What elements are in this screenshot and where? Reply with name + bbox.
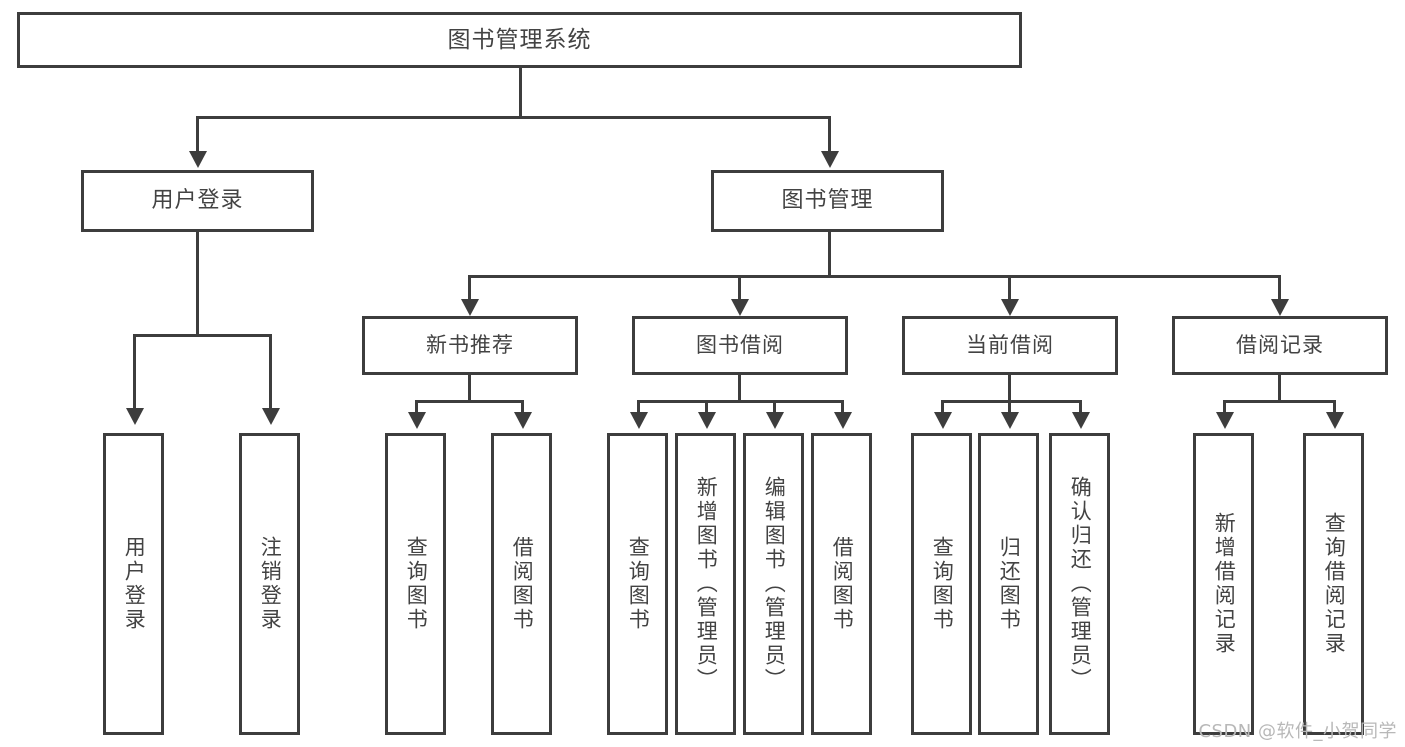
node-label: 新书推荐 [426,333,514,358]
connector-book-borrow-drop [738,375,741,402]
arrowhead-cb-return-book [1001,412,1019,429]
arrowhead-cb-query-book [934,412,952,429]
arrowhead-bb-edit-book [766,412,784,429]
connector-bb-4 [841,400,844,414]
node-label: 图书管理系统 [447,26,592,53]
connector-bb-2 [705,400,708,414]
connector-to-book-borrow [738,275,741,301]
connector-current-borrow-bus [942,400,1082,403]
leaf-bb-borrow-book[interactable]: 借阅图书 [811,433,872,735]
connector-cb-3 [1079,400,1082,414]
connector-user-login-drop [196,232,199,336]
connector-to-borrow-record [1278,275,1281,301]
connector-to-current-borrow [1008,275,1011,301]
arrowhead-leaf-user-login [126,408,144,425]
node-user-login[interactable]: 用户登录 [81,170,314,232]
node-label: 新增借阅记录 [1212,512,1237,656]
connector-cb-2 [1008,400,1011,414]
connector-book-borrow-bus [638,400,844,403]
node-label: 查询借阅记录 [1322,512,1347,656]
arrowhead-leaf-logout [262,408,280,425]
node-label: 编辑图书（管理员） [762,476,787,692]
node-label: 归还图书 [997,536,1022,632]
arrowhead-book-borrow [731,299,749,316]
arrowhead-bb-add-book [698,412,716,429]
connector-to-user-login [196,116,199,154]
connector-to-new-book [468,275,471,301]
leaf-user-login[interactable]: 用户登录 [103,433,164,735]
node-label: 注销登录 [258,536,283,632]
node-label: 查询图书 [930,536,955,632]
connector-user-login-bus [134,334,271,337]
arrowhead-bb-query-book [630,412,648,429]
connector-new-book-bus [416,400,523,403]
arrowhead-user-login [189,151,207,168]
arrowhead-cb-confirm-return [1072,412,1090,429]
connector-level3-bus [469,275,1281,278]
connector-level2-bus [197,116,830,119]
connector-new-book-drop [468,375,471,402]
node-label: 用户登录 [151,188,244,214]
arrowhead-br-add-record [1216,412,1234,429]
node-label: 查询图书 [404,536,429,632]
leaf-bb-edit-book[interactable]: 编辑图书（管理员） [743,433,804,735]
node-label: 确认归还（管理员） [1068,476,1093,692]
connector-current-borrow-drop [1008,375,1011,402]
node-label: 当前借阅 [966,333,1054,358]
connector-bb-3 [773,400,776,414]
leaf-cb-confirm-return[interactable]: 确认归还（管理员） [1049,433,1110,735]
connector-to-book-management [828,116,831,154]
connector-user-login-left [133,334,136,410]
leaf-cb-query-book[interactable]: 查询图书 [911,433,972,735]
leaf-nb-borrow-book[interactable]: 借阅图书 [491,433,552,735]
leaf-logout[interactable]: 注销登录 [239,433,300,735]
arrowhead-nb-query-book [408,412,426,429]
leaf-nb-query-book[interactable]: 查询图书 [385,433,446,735]
leaf-cb-return-book[interactable]: 归还图书 [978,433,1039,735]
connector-cb-1 [941,400,944,414]
node-label: 查询图书 [626,536,651,632]
arrowhead-book-management [821,151,839,168]
node-label: 图书管理 [781,188,874,214]
leaf-br-add-record[interactable]: 新增借阅记录 [1193,433,1254,735]
node-current-borrow[interactable]: 当前借阅 [902,316,1118,375]
node-borrow-record[interactable]: 借阅记录 [1172,316,1388,375]
arrowhead-borrow-record [1271,299,1289,316]
connector-new-book-right [521,400,524,414]
connector-user-login-right [269,334,272,410]
arrowhead-bb-borrow-book [834,412,852,429]
arrowhead-br-query-record [1326,412,1344,429]
connector-br-2 [1333,400,1336,414]
node-label: 借阅记录 [1236,333,1324,358]
connector-br-1 [1223,400,1226,414]
connector-borrow-record-drop [1278,375,1281,402]
connector-bb-1 [637,400,640,414]
node-label: 用户登录 [122,536,147,632]
leaf-br-query-record[interactable]: 查询借阅记录 [1303,433,1364,735]
arrowhead-nb-borrow-book [514,412,532,429]
leaf-bb-query-book[interactable]: 查询图书 [607,433,668,735]
node-root-book-management-system[interactable]: 图书管理系统 [17,12,1022,68]
connector-root-drop [519,68,522,117]
connector-new-book-left [415,400,418,414]
node-new-book-recommend[interactable]: 新书推荐 [362,316,578,375]
node-book-management[interactable]: 图书管理 [711,170,944,232]
node-label: 借阅图书 [830,536,855,632]
arrowhead-current-borrow [1001,299,1019,316]
node-book-borrow[interactable]: 图书借阅 [632,316,848,375]
node-label: 新增图书（管理员） [694,476,719,692]
node-label: 借阅图书 [510,536,535,632]
connector-borrow-record-bus [1224,400,1335,403]
arrowhead-new-book-recommend [461,299,479,316]
connector-book-management-drop [828,232,831,277]
node-label: 图书借阅 [696,333,784,358]
leaf-bb-add-book[interactable]: 新增图书（管理员） [675,433,736,735]
